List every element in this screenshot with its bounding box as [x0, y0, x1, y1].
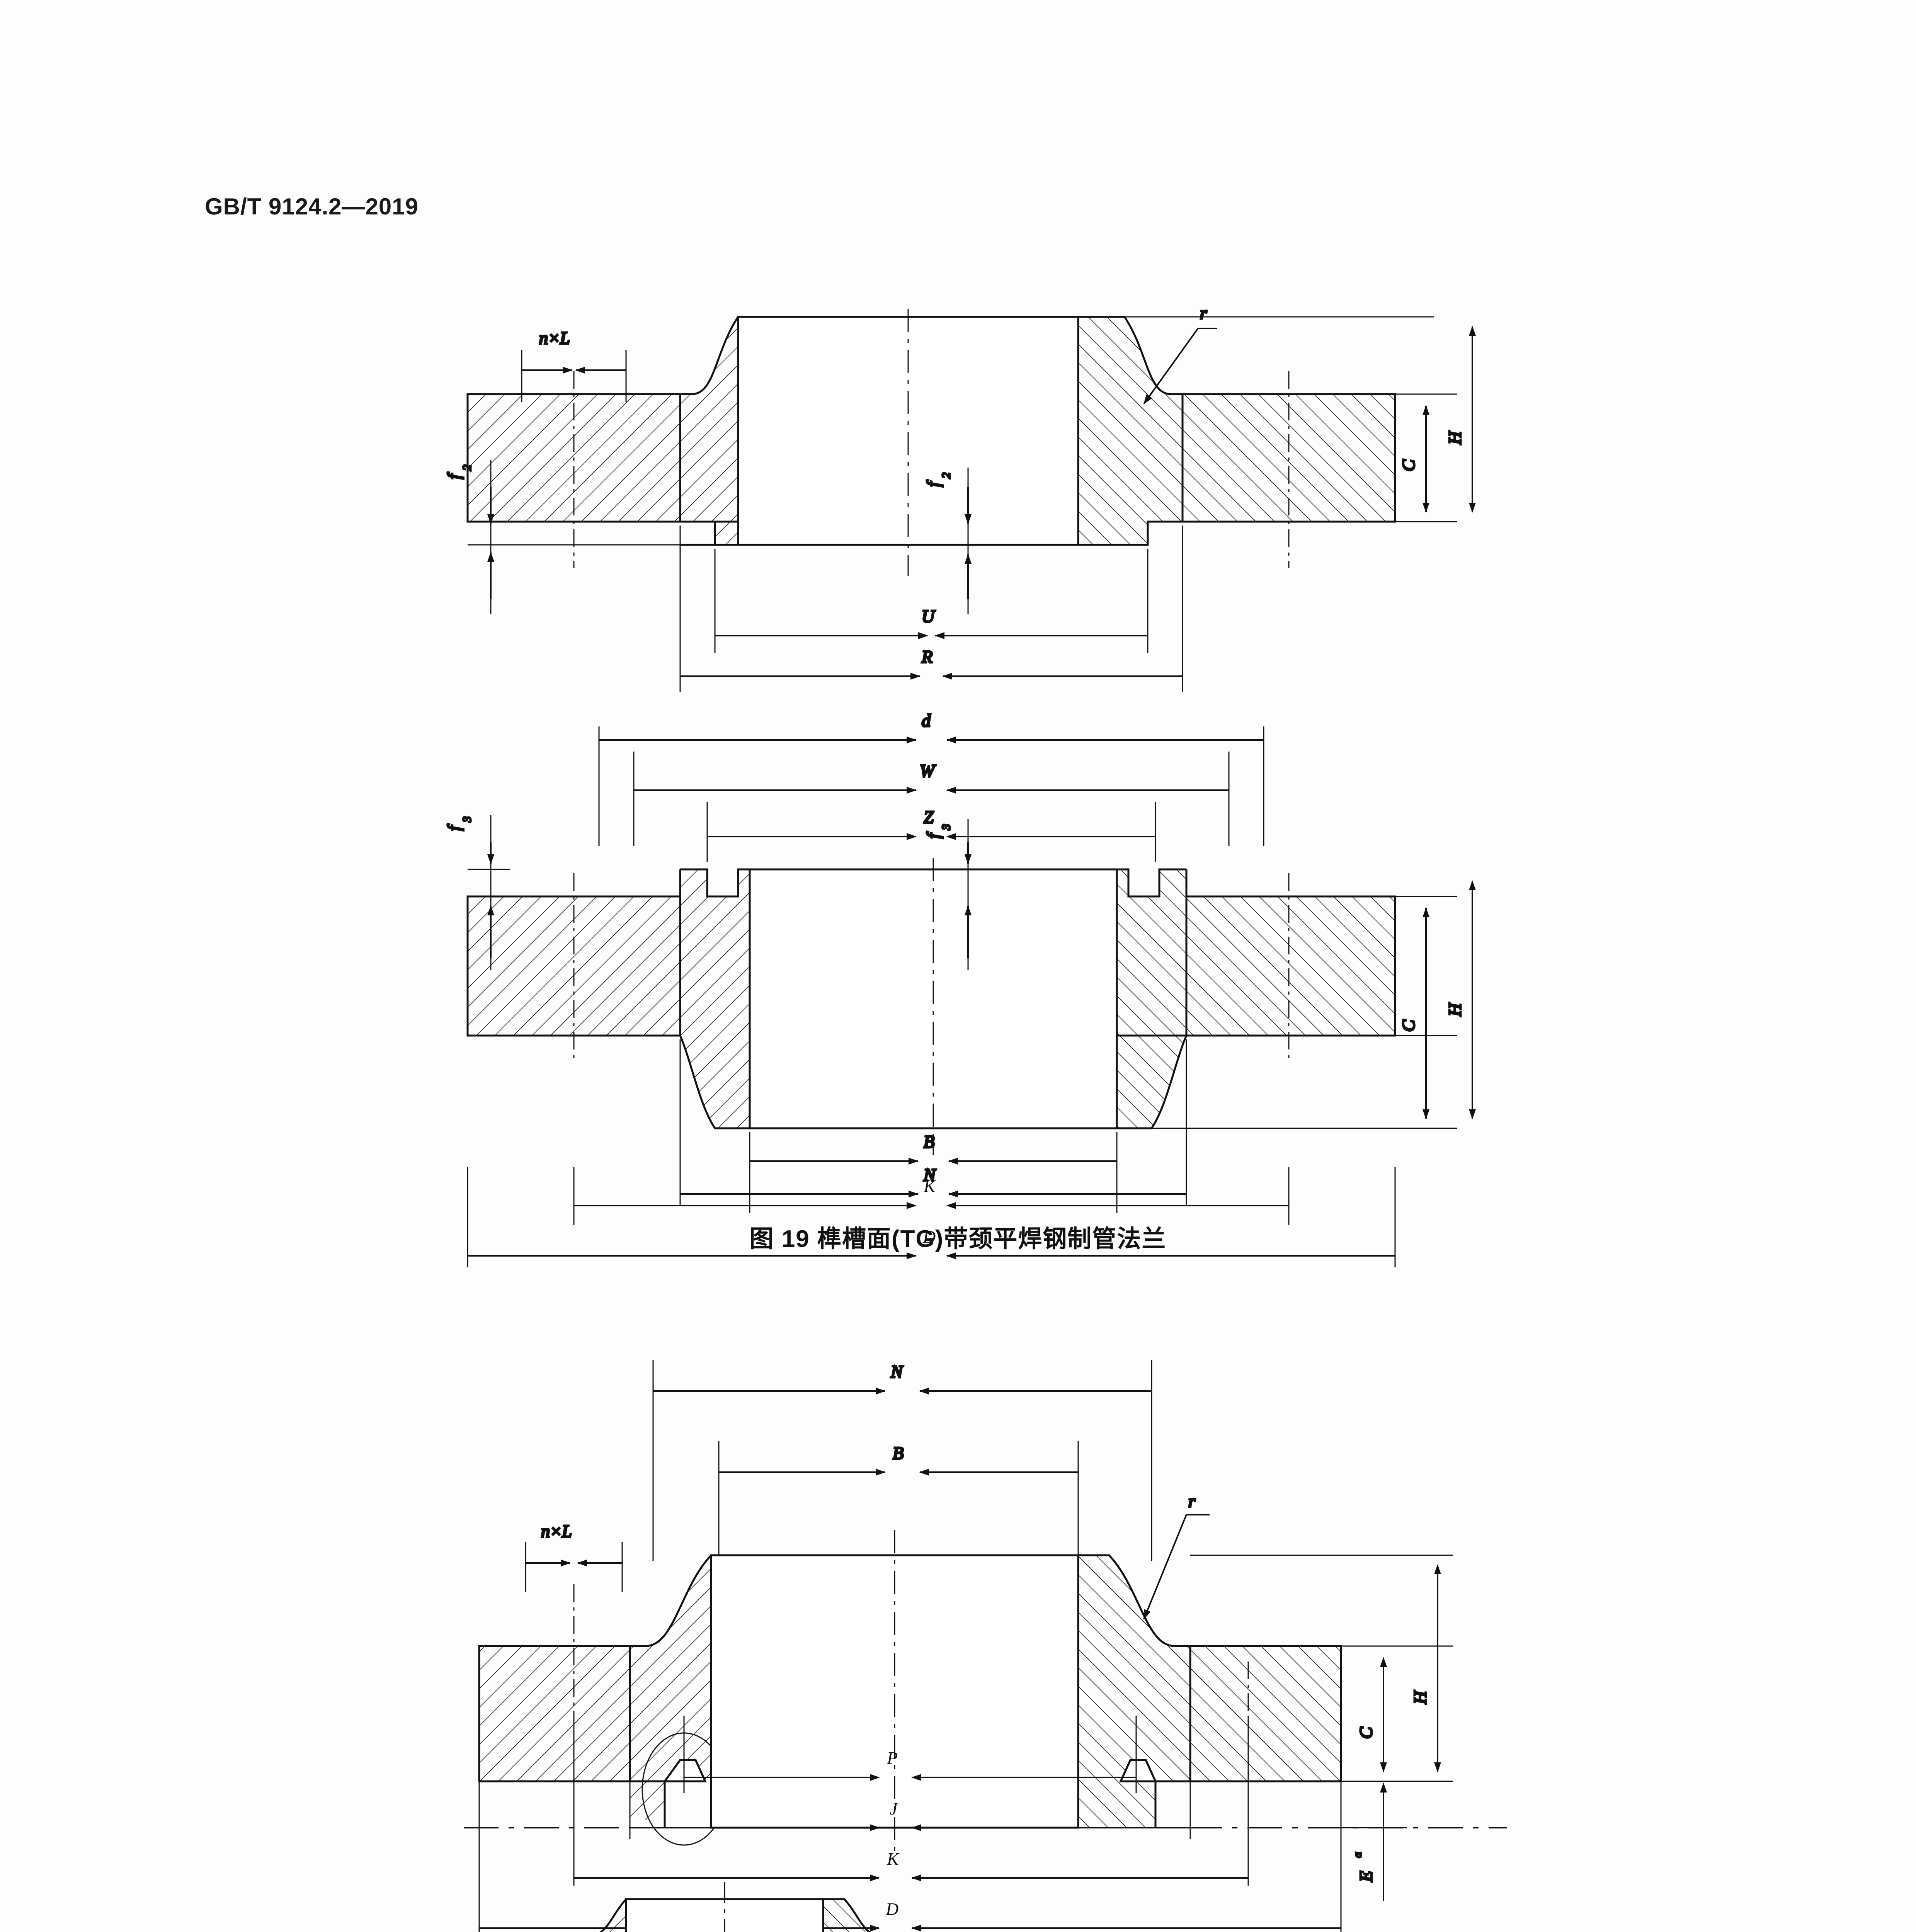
- fig19-label-fillet: r: [1200, 305, 1207, 323]
- fig20-rj-section: [478, 1554, 1453, 1846]
- fig19-dim-N: [679, 1039, 1187, 1206]
- fig19-label-f3-left: f: [444, 823, 464, 831]
- fig19-label-B: B: [924, 1132, 934, 1151]
- fig19-dim-f3-left: [468, 815, 510, 970]
- figure-19-outer-dims: K D: [444, 1167, 1488, 1294]
- fig19-label-U: U: [922, 606, 936, 626]
- figure-19-caption: 图 19 榫槽面(TG)带颈平焊钢制管法兰: [749, 1226, 1167, 1252]
- fig20-label-C: C: [1356, 1726, 1376, 1739]
- fig19-dim-f2-left: [468, 460, 742, 614]
- fig19-label-d: d: [922, 711, 931, 730]
- fig19-label-f3-centre-sub: 3: [940, 824, 953, 830]
- fig20-label-K: K: [887, 1849, 900, 1869]
- fig20-leader-fillet: [1143, 1514, 1210, 1620]
- fig20-two-flange-assembly: [599, 1882, 871, 1932]
- fig19-groove-section: [466, 868, 1457, 1129]
- fig19-label-H: H: [1445, 430, 1465, 445]
- fig20-dim-bolt-hole: [525, 1542, 623, 1592]
- fig19-label-N: N: [923, 1165, 936, 1185]
- fig19-tongue-section: [466, 316, 1457, 546]
- fig19-dim-C-H-lower: [1395, 880, 1476, 1119]
- fig20-dim-C-H: [1380, 1564, 1441, 1772]
- fig20-label-D: D: [885, 1899, 898, 1919]
- fig19-label-D: D: [922, 1227, 936, 1247]
- fig19-label-f3-centre: f: [923, 831, 943, 838]
- fig20-label-bolt-hole: n×L: [541, 1521, 572, 1541]
- fig20-label-fillet: r: [1188, 1491, 1196, 1511]
- fig20-dim-E: [1341, 1782, 1407, 1901]
- page-header-standard-number: GB/T 9124.2—2019: [205, 194, 419, 219]
- fig20-label-B: B: [893, 1443, 904, 1463]
- fig20-label-E-footnote-marker: a: [1351, 1852, 1364, 1858]
- fig19-label-bolt-hole: n×L: [539, 328, 570, 348]
- fig20-label-E: E: [1356, 1871, 1376, 1882]
- fig20-label-N: N: [890, 1362, 904, 1381]
- fig19-label-H-lower: H: [1445, 1002, 1465, 1017]
- fig20-dim-N: [652, 1360, 1152, 1561]
- fig19-label-f2-left: f: [444, 472, 464, 479]
- fig20-label-H: H: [1410, 1690, 1430, 1704]
- fig19-label-C-lower: C: [1399, 1019, 1418, 1032]
- figure-20-drawing: N B n×L r: [464, 1314, 1507, 1917]
- fig19-dim-d: [598, 726, 1264, 846]
- fig19-dim-R: [679, 526, 1183, 692]
- fig19-label-W: W: [920, 761, 936, 781]
- fig19-dim-B: [749, 1132, 1118, 1213]
- figure-19-drawing: n×L f 2 f 2 r: [444, 305, 1488, 1213]
- fig19-dim-Z: [706, 802, 1156, 862]
- fig19-dim-bolt-hole: [521, 350, 627, 402]
- fig20-label-P: P: [887, 1748, 898, 1768]
- fig19-leader-fillet: [1143, 328, 1217, 405]
- fig19-dim-C-H: [1423, 326, 1476, 513]
- fig19-label-R: R: [921, 647, 932, 667]
- figure-20-assembly-and-detail: 两法兰间距离S (近似值): [483, 1878, 1449, 1932]
- fig19-label-C: C: [1399, 459, 1418, 471]
- fig20-label-J: J: [890, 1799, 898, 1818]
- fig19-label-f2-left-sub: 2: [461, 465, 473, 471]
- fig19-dim-W: [633, 752, 1230, 846]
- fig19-label-Z: Z: [924, 807, 934, 827]
- fig19-label-f3-left-sub: 3: [461, 816, 473, 823]
- fig19-dim-U: [714, 549, 1149, 653]
- fig19-label-f2-centre-sub: 2: [940, 473, 953, 478]
- fig20-dim-B: [718, 1441, 1079, 1561]
- fig19-label-K: K: [923, 1176, 936, 1196]
